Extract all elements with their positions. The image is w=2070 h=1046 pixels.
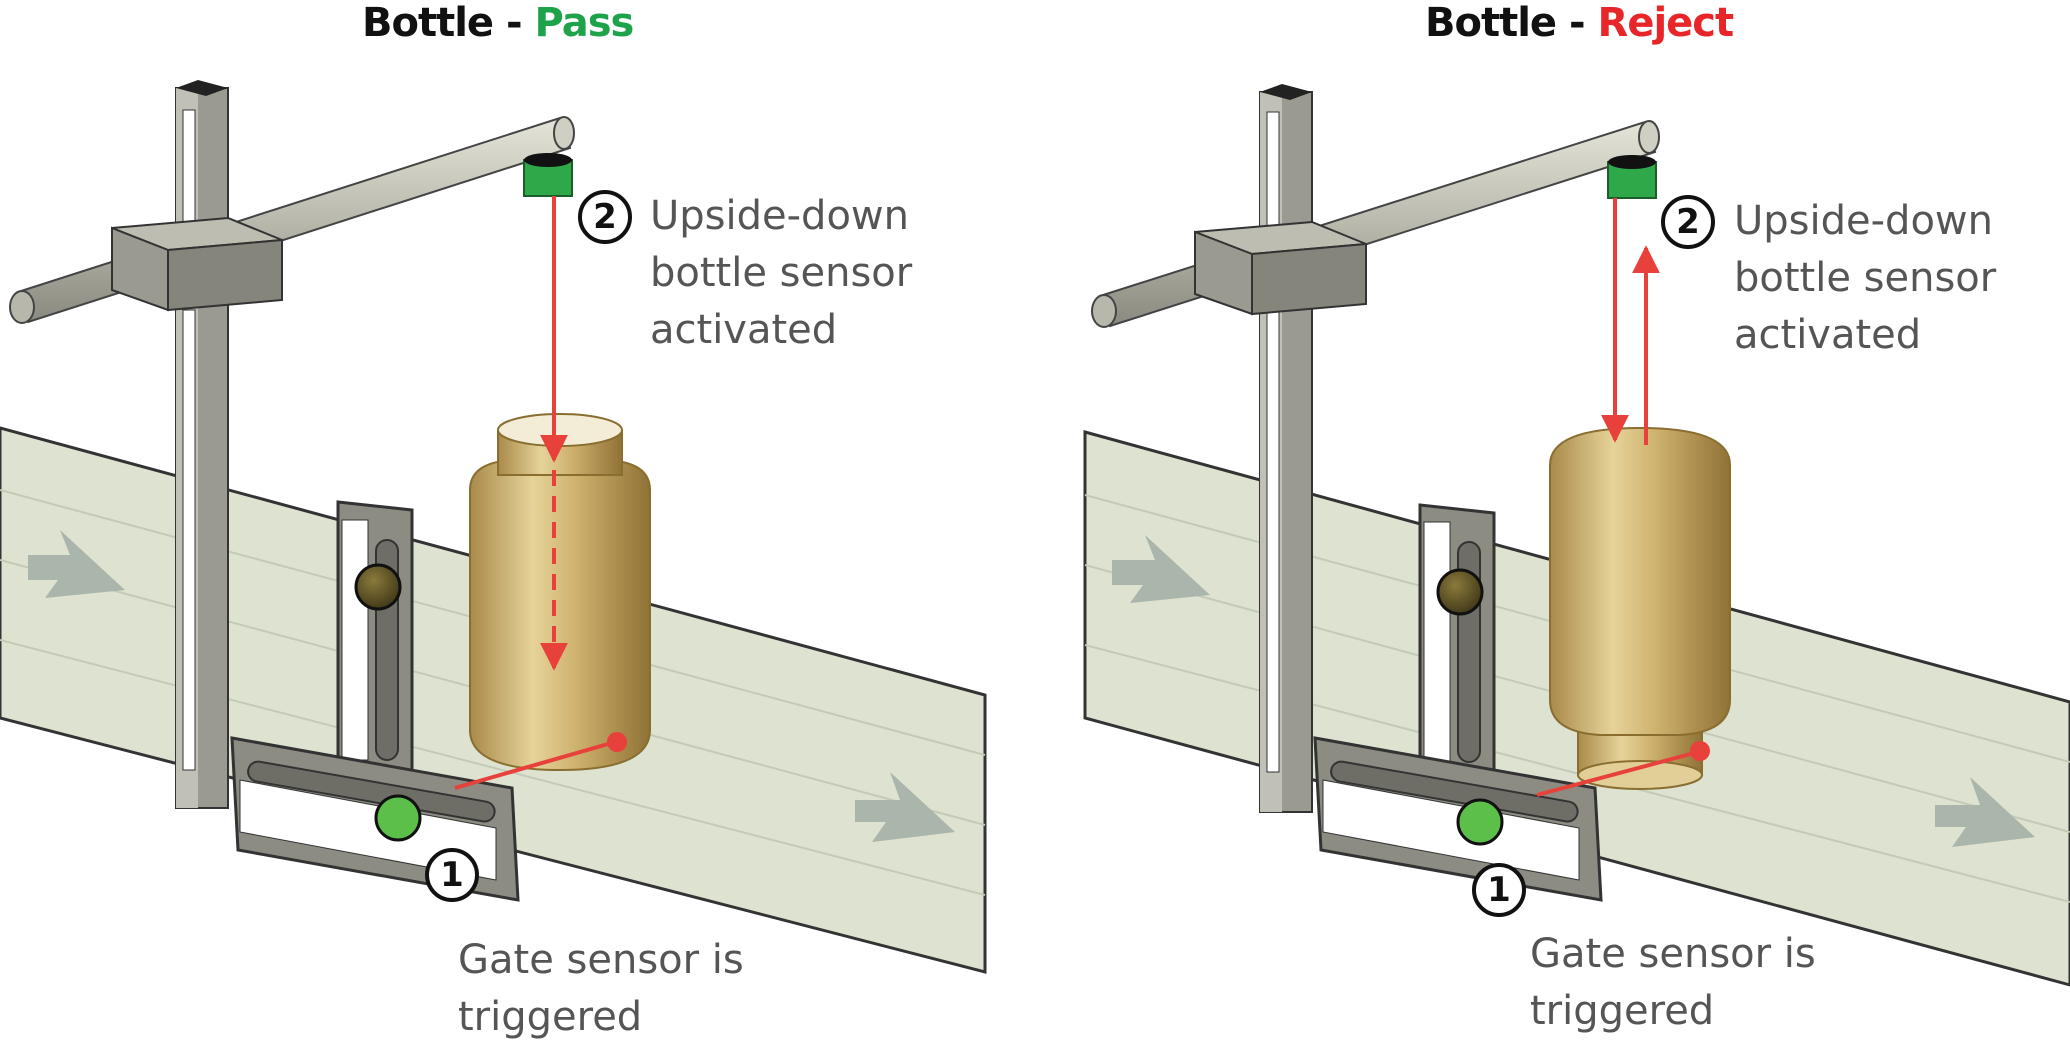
panel-pass xyxy=(0,80,987,974)
panel-reject xyxy=(1083,84,2070,987)
conveyor-direction-arrow-icon xyxy=(1935,777,2035,847)
caption-line: Gate sensor is xyxy=(1530,931,1816,977)
caption-line: triggered xyxy=(1530,988,1715,1034)
marker-2: 2 xyxy=(1661,195,1715,249)
sensor-caption: Upside-down bottle sensor activated xyxy=(650,188,912,359)
panel-title-pass: Bottle - Pass xyxy=(362,0,635,46)
conveyor-direction-arrow-icon xyxy=(28,530,125,598)
sensor-post xyxy=(175,80,229,809)
caption-line: triggered xyxy=(458,994,643,1040)
caption-line: Upside-down xyxy=(1734,198,1993,244)
panel-title-reject: Bottle - Reject xyxy=(1425,0,1735,46)
sensor-arm xyxy=(1091,120,1660,328)
sensor-caption: Upside-down bottle sensor activated xyxy=(1734,193,1996,364)
arm-clamp xyxy=(111,216,283,312)
gate-beam-point xyxy=(1690,741,1710,761)
caption-line: Gate sensor is xyxy=(458,937,744,983)
marker-1: 1 xyxy=(1472,863,1526,917)
gate-beam xyxy=(1536,750,1699,797)
gate-sensor-icon xyxy=(1456,798,1504,846)
caption-line: activated xyxy=(650,307,838,353)
status-pass: Pass xyxy=(534,0,635,46)
conveyor-direction-arrow-icon xyxy=(855,772,955,842)
title-prefix: Bottle - xyxy=(362,0,535,46)
marker-1: 1 xyxy=(425,848,479,902)
upside-down-sensor xyxy=(1607,155,1657,199)
status-reject: Reject xyxy=(1597,0,1735,46)
gate-bracket xyxy=(230,500,520,902)
sensor-post xyxy=(1259,84,1313,813)
bottle-upside-down xyxy=(1549,426,1731,790)
gate-caption: Gate sensor is triggered xyxy=(1530,926,1816,1040)
marker-2: 2 xyxy=(578,190,632,244)
gate-beam xyxy=(454,740,616,790)
sensor-arm xyxy=(9,116,575,324)
caption-line: Upside-down xyxy=(650,193,909,239)
caption-line: bottle sensor xyxy=(1734,255,1997,301)
gate-caption: Gate sensor is triggered xyxy=(458,932,744,1046)
gate-sensor-icon xyxy=(374,794,422,842)
bottle-upright xyxy=(469,413,651,772)
caption-line: activated xyxy=(1734,312,1922,358)
upside-down-sensor xyxy=(523,153,573,197)
conveyor-direction-arrow-icon xyxy=(1112,535,1210,603)
adjust-knob-icon xyxy=(354,563,402,611)
adjust-knob-icon xyxy=(1436,568,1484,616)
title-prefix: Bottle - xyxy=(1425,0,1598,46)
gate-beam-point xyxy=(607,732,627,752)
gate-bracket xyxy=(1313,503,1603,902)
arm-clamp xyxy=(1194,220,1367,316)
caption-line: bottle sensor xyxy=(650,250,913,296)
